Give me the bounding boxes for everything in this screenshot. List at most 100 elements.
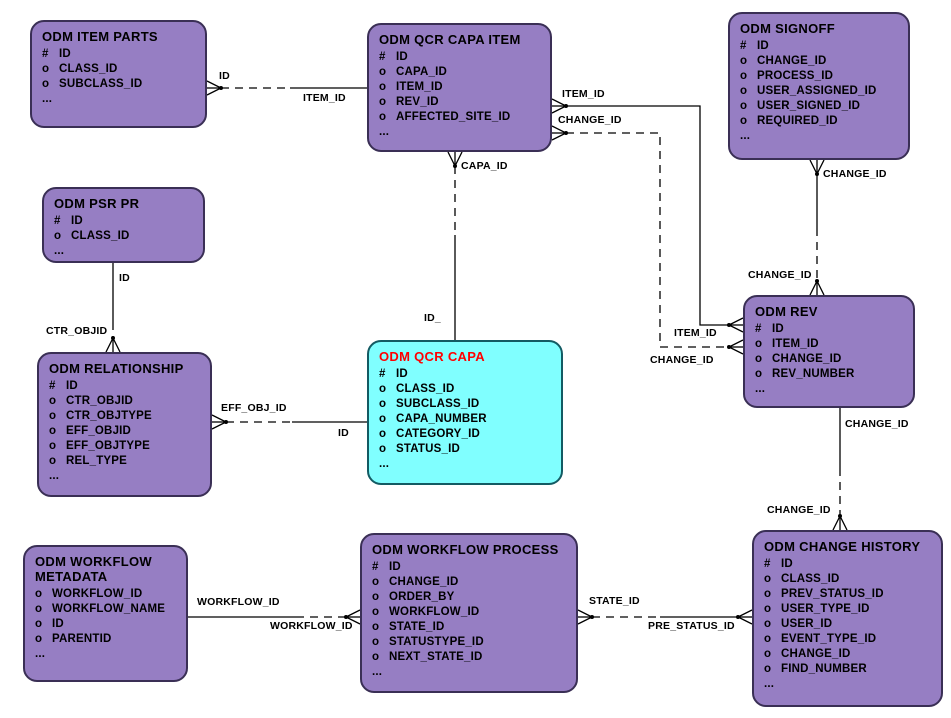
connector-item-parts-qcr-capa-item: [206, 80, 367, 96]
entity-field: #ID: [42, 48, 71, 60]
entity-title: ODM REV: [755, 304, 818, 319]
edge-label-item-id: ITEM_ID: [562, 88, 605, 100]
entity-field: ...: [35, 648, 46, 660]
crow-foot: [447, 151, 463, 168]
connector-qcr-capa-item-rev-item-id: [551, 98, 744, 333]
crow-foot: [344, 609, 361, 625]
edge-label-capa-id: CAPA_ID: [461, 160, 508, 172]
connector-workflow-metadata-workflow-process: [188, 609, 361, 625]
edge-label-change-id: CHANGE_ID: [845, 418, 909, 430]
entity-field: #ID: [54, 215, 83, 227]
entity-field: ...: [740, 130, 751, 142]
entity-field: #ID: [755, 323, 784, 335]
entity-title: ODM PSR PR: [54, 196, 140, 211]
edge-label-change-id: CHANGE_ID: [823, 168, 887, 180]
connector-rev-change-history: [832, 408, 848, 531]
entity-field: #ID: [49, 380, 78, 392]
entity-title: ODM QCR CAPA ITEM: [379, 32, 521, 47]
entity-field: #ID: [379, 51, 408, 63]
entity-title: ODM CHANGE HISTORY: [764, 539, 921, 554]
entity-field: ...: [379, 126, 390, 138]
edge-label-ctr-objid: CTR_OBJID: [46, 325, 108, 337]
edge-label-change-id: CHANGE_ID: [558, 114, 622, 126]
entity-title: ODM QCR CAPA: [379, 349, 485, 364]
connector-relationship-qcr-capa: [211, 414, 367, 430]
crow-foot: [577, 609, 594, 625]
crow-foot: [736, 609, 753, 625]
entity-title: ODM WORKFLOW METADATA: [35, 554, 152, 584]
entity-field: #ID: [764, 558, 793, 570]
connector-workflow-process-change-history: [577, 609, 753, 625]
connector-signoff-rev: [809, 159, 825, 296]
edge-label-workflow-id: WORKFLOW_ID: [197, 596, 280, 608]
entity-field: #ID: [372, 561, 401, 573]
edge-label-change-id: CHANGE_ID: [767, 504, 831, 516]
entity-title: ODM WORKFLOW PROCESS: [372, 542, 559, 557]
edge-label-item-id: ITEM_ID: [303, 92, 346, 104]
entity-field: ...: [755, 383, 766, 395]
edge-label-id: ID: [219, 70, 230, 82]
entity-field: ...: [372, 666, 383, 678]
edge-label-workflow-id: WORKFLOW_ID: [270, 620, 353, 632]
edge-label-item-id: ITEM_ID: [674, 327, 717, 339]
crow-foot: [809, 159, 825, 176]
crow-foot: [105, 336, 121, 353]
crow-foot: [727, 317, 744, 333]
entity-field: ...: [54, 245, 65, 257]
entity-field: #ID: [379, 368, 408, 380]
entity-field: ...: [42, 93, 53, 105]
edge-label-change-id: CHANGE_ID: [748, 269, 812, 281]
entity-title: ODM SIGNOFF: [740, 21, 836, 36]
entity-title: ODM ITEM PARTS: [42, 29, 158, 44]
entity-field: #ID: [740, 40, 769, 52]
crow-foot: [551, 125, 568, 141]
